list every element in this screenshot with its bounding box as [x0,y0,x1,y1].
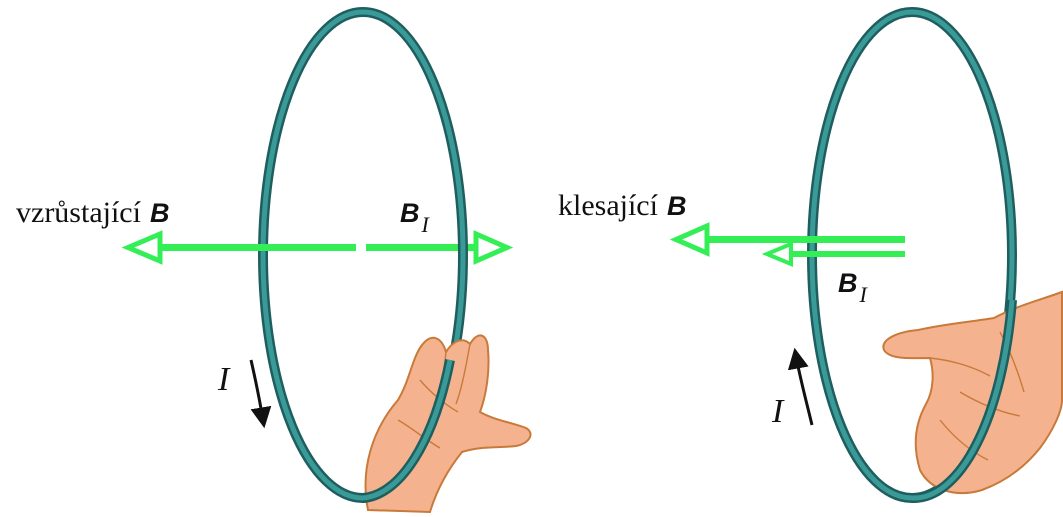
left-current-arrow [249,359,272,429]
left-hand-illustration [362,334,532,514]
right-induced-label: BI [838,268,869,307]
left-current-label: I [217,361,231,398]
left-ring-back [258,7,364,503]
right-current-label: I [771,393,785,430]
right-induced-arrow [761,241,905,267]
right-current-arrow [787,347,814,426]
left-induced-arrow [366,230,514,265]
left-induced-label: BI [400,198,431,237]
right-field-arrow [669,222,905,257]
left-field-arrow [121,230,356,265]
right-hand-illustration [882,290,1063,504]
